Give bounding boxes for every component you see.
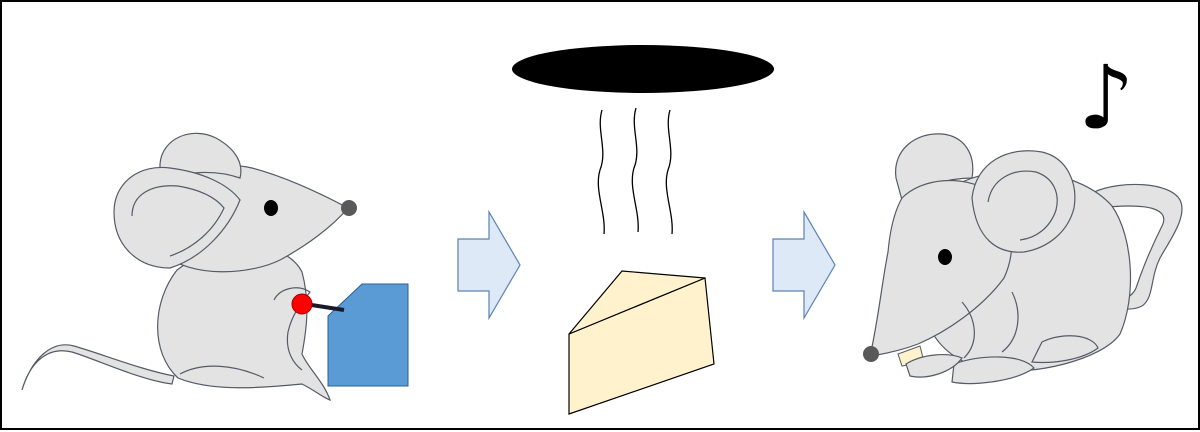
mouse-eating-icon bbox=[863, 133, 1183, 385]
mouse-arm bbox=[1001, 291, 1019, 353]
mouse-hind-paw bbox=[951, 356, 1035, 385]
mouse-tail bbox=[21, 344, 175, 391]
mouse-body bbox=[157, 244, 331, 401]
lever-box bbox=[327, 283, 409, 387]
arrow-right-icon bbox=[772, 209, 836, 321]
cheese-drop-icon bbox=[512, 45, 774, 415]
arrow-right-icon bbox=[457, 209, 521, 321]
mouse-eye bbox=[938, 249, 952, 265]
mouse-nose bbox=[341, 200, 357, 216]
mouse-eye bbox=[264, 200, 278, 216]
cheese-icon bbox=[568, 270, 715, 415]
mouse-front-paw bbox=[905, 354, 963, 378]
hole-icon bbox=[512, 45, 774, 93]
mouse-lever-icon bbox=[21, 132, 409, 401]
lever-knob bbox=[291, 293, 313, 315]
mouse-ear-inner bbox=[131, 185, 225, 257]
mouse-ear-inner bbox=[987, 170, 1058, 241]
mouse-hind-leg bbox=[179, 365, 265, 379]
cheese-top bbox=[568, 270, 706, 335]
mouse-arm bbox=[961, 301, 975, 359]
mouse-hind-paw bbox=[1031, 335, 1099, 364]
motion-line bbox=[597, 109, 605, 235]
mouse-nose bbox=[863, 346, 879, 362]
mouse-front-ear bbox=[113, 166, 241, 269]
motion-line bbox=[631, 107, 639, 233]
mouse-front-ear bbox=[971, 150, 1076, 253]
music-note-icon: ♪ bbox=[1078, 46, 1135, 149]
motion-line bbox=[665, 109, 673, 235]
